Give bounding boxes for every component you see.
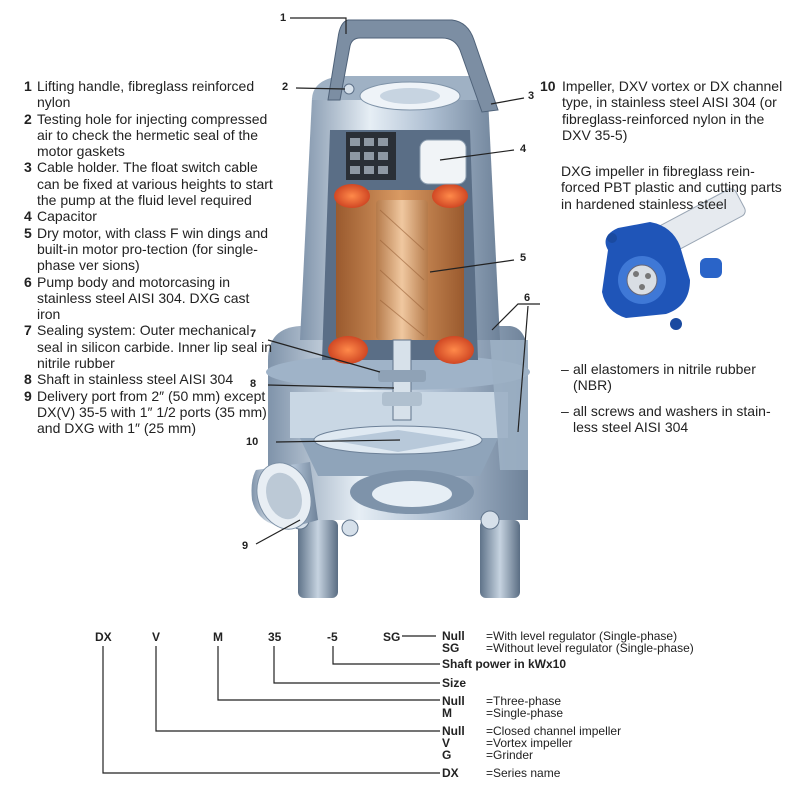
legend-text: Dry motor, with class F win dings and bu… <box>37 224 269 274</box>
legend-number: 3 <box>24 159 32 176</box>
code-def-value: =Single-phase <box>486 706 564 720</box>
code-def-row: M =Single-phase <box>442 707 563 719</box>
material-notes: –all elastomers in nitrile rubber (NBR) … <box>561 361 786 444</box>
legend-number: 8 <box>24 371 32 388</box>
material-note: –all screws and washers in stain-less st… <box>561 403 786 436</box>
legend-item: 5 Dry motor, with class F win dings and b… <box>24 225 274 274</box>
legend-text: Sealing system: Outer mechanical seal in… <box>37 322 273 372</box>
legend-text: Capacitor <box>37 208 97 225</box>
dxg-impeller-note: DXG impeller in fibreglass rein-forced P… <box>561 163 782 212</box>
code-segment-m: M <box>213 630 223 644</box>
legend-item: 1 Lifting handle, fibreglass reinforced n… <box>24 78 274 111</box>
callout-10: 10 <box>246 436 259 448</box>
component-legend: 1 Lifting handle, fibreglass reinforced n… <box>24 78 274 437</box>
legend-item: 6 Pump body and motorcasing in stainless … <box>24 274 274 323</box>
code-def-value: =Grinder <box>486 748 534 762</box>
callout-6: 6 <box>524 292 531 304</box>
code-segment-v: V <box>152 630 161 644</box>
code-def-value: =Series name <box>486 766 561 780</box>
legend-text: Cable holder. The float switch cable can… <box>37 159 273 209</box>
legend-number: 5 <box>24 224 32 241</box>
code-segment-dx: DX <box>95 630 112 644</box>
pump-feet <box>298 520 520 598</box>
legend-number: 9 <box>24 387 32 404</box>
legend-text: Delivery port from 2″ (50 mm) except DX(… <box>37 387 267 437</box>
callout-8: 8 <box>250 378 257 390</box>
legend-item: 9 Delivery port from 2″ (50 mm) except DX… <box>24 388 274 437</box>
code-def-row: Null =Closed channel impeller <box>442 725 621 737</box>
material-note-text: all elastomers in nitrile rubber (NBR) <box>573 361 756 394</box>
legend-number: 6 <box>24 273 32 290</box>
legend-text: Impeller, DXV vortex or DX channel type,… <box>562 78 783 143</box>
dxg-impeller-image <box>602 188 746 330</box>
legend-item: 2 Testing hole for injecting compressed a… <box>24 111 274 160</box>
code-segment-power: -5 <box>327 630 338 644</box>
legend-text: Shaft in stainless steel AISI 304 <box>37 371 234 388</box>
code-def-value: =Closed channel impeller <box>486 724 622 738</box>
code-connector-lines <box>102 635 440 774</box>
code-size: Size <box>442 676 467 690</box>
legend-number: 2 <box>24 110 32 127</box>
legend-item: 8 Shaft in stainless steel AISI 304 <box>24 371 274 387</box>
code-def-key: Null <box>442 694 465 708</box>
legend-item-10: 10 Impeller, DXV vortex or DX channel ty… <box>540 78 790 143</box>
code-def-value: =Three-phase <box>486 694 562 708</box>
legend-number: 1 <box>24 78 32 94</box>
code-def-key: V <box>442 736 451 750</box>
code-def-row: V =Vortex impeller <box>442 737 572 749</box>
legend-number: 10 <box>540 78 556 94</box>
code-def-key: G <box>442 748 452 762</box>
legend-item: 4 Capacitor <box>24 208 274 224</box>
callout-5: 5 <box>520 252 527 264</box>
code-def-key: DX <box>442 766 459 780</box>
code-segment-size: 35 <box>268 630 282 644</box>
legend-number: 7 <box>24 322 32 339</box>
legend-text: Lifting handle, fibreglass reinforced ny… <box>37 78 255 111</box>
code-shaft-power: Shaft power in kWx10 <box>442 657 567 671</box>
material-note-text: all screws and washers in stain-less ste… <box>573 402 771 435</box>
callout-1: 1 <box>280 12 287 24</box>
code-def-value: =With level regulator (Single-phase) <box>486 629 678 643</box>
code-def-key: SG <box>442 641 460 655</box>
code-def-row: Null =Three-phase <box>442 695 561 707</box>
code-segment-sg: SG <box>383 630 401 644</box>
callout-7: 7 <box>250 328 257 340</box>
code-def-row: Null =With level regulator (Single-phase) <box>442 630 677 642</box>
legend-text: Pump body and motorcasing in stainless s… <box>37 273 250 323</box>
callout-3: 3 <box>528 90 535 102</box>
code-def-key: M <box>442 706 452 720</box>
callout-2: 2 <box>282 81 289 93</box>
code-def-key: Null <box>442 724 465 738</box>
code-def-key: Null <box>442 629 465 643</box>
delivery-port <box>251 462 318 530</box>
legend-number: 4 <box>24 208 32 225</box>
material-note: –all elastomers in nitrile rubber (NBR) <box>561 361 786 394</box>
code-def-row: DX =Series name <box>442 767 560 779</box>
legend-text: Testing hole for injecting compressed ai… <box>37 110 268 160</box>
code-def-row: G =Grinder <box>442 749 533 761</box>
lifting-handle <box>312 19 499 113</box>
code-def-row: SG =Without level regulator (Single-phase… <box>442 642 694 654</box>
code-def-value: =Vortex impeller <box>486 736 573 750</box>
callout-lines <box>255 17 540 545</box>
legend-item: 3 Cable holder. The float switch cable ca… <box>24 159 274 208</box>
callout-9: 9 <box>242 540 249 552</box>
callout-4: 4 <box>520 143 527 155</box>
code-def-value: =Without level regulator (Single-phase) <box>486 641 694 655</box>
